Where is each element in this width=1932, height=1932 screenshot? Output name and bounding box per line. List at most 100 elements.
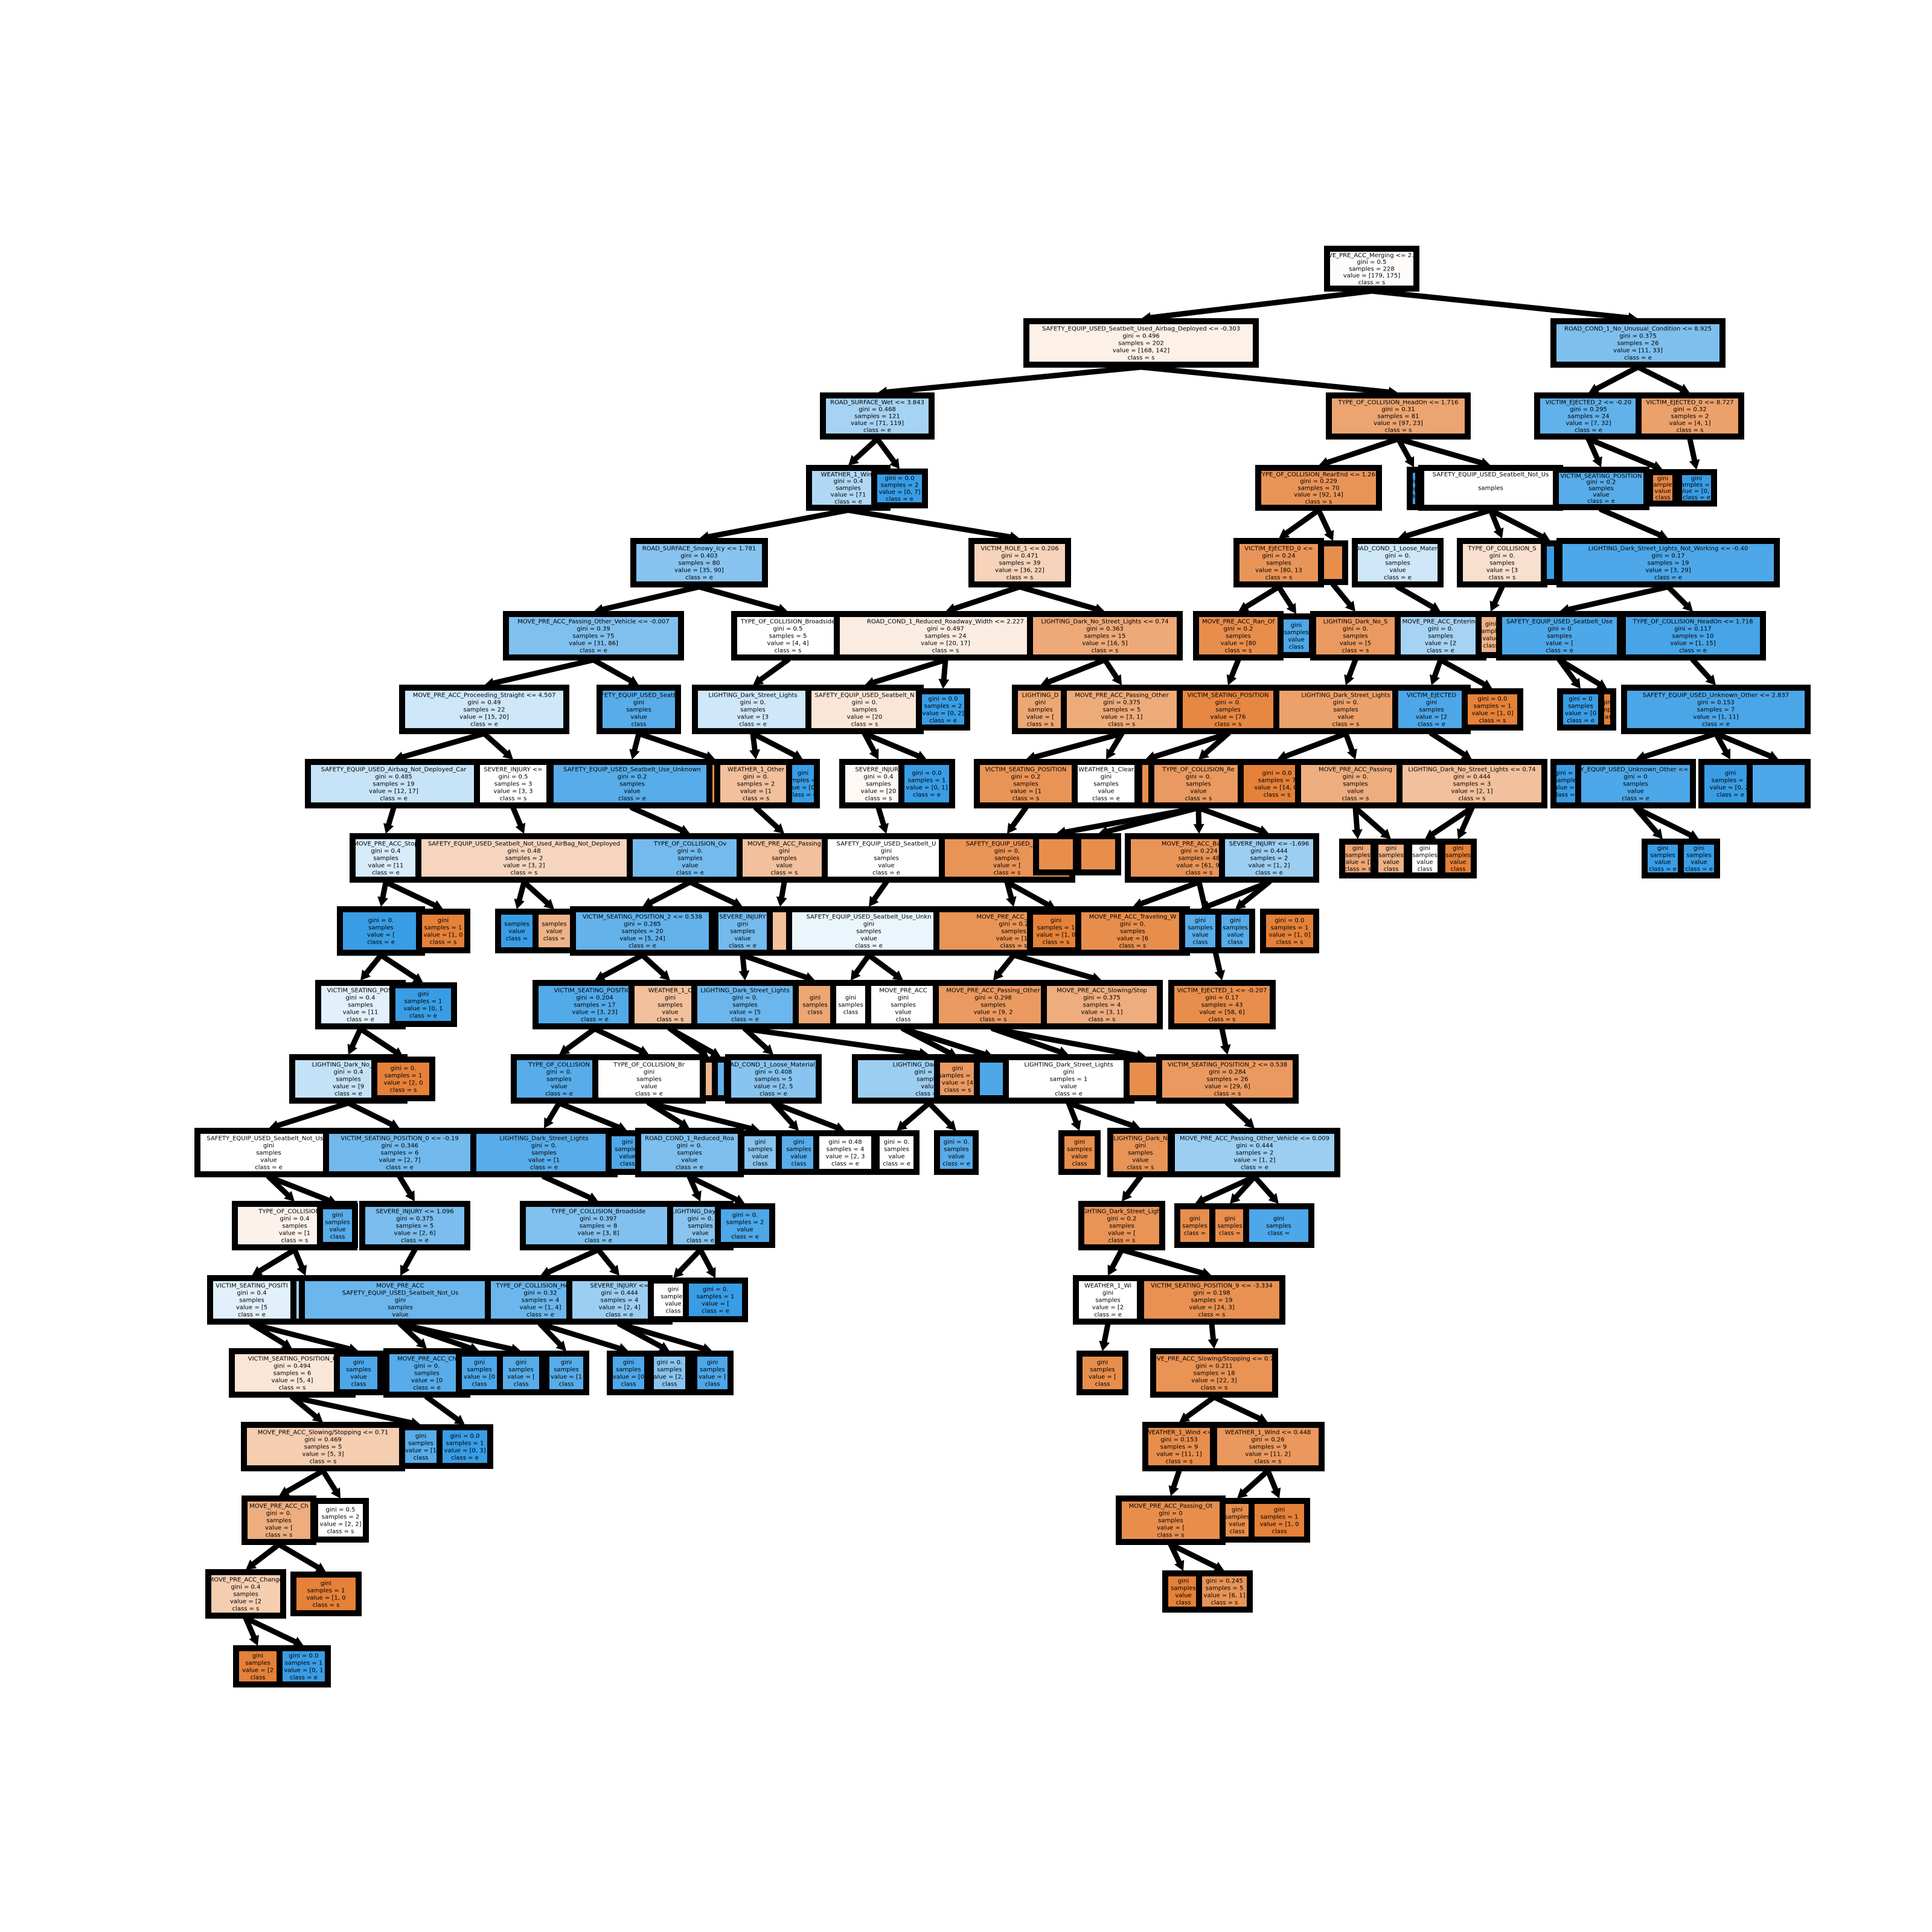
tree-node-text: VICTIM_SEATING_POSITI — [216, 1283, 288, 1290]
tree-node-text: class = s — [266, 1532, 293, 1539]
tree-node-text: class = s — [994, 870, 1021, 877]
tree-edge — [1343, 731, 1355, 755]
edge-arrow-head — [1588, 383, 1600, 394]
tree-node-text: samples — [1093, 781, 1119, 788]
edge-arrow-head — [292, 1636, 304, 1647]
tree-node-text: samples — [1120, 929, 1145, 935]
tree-node-text: value = [80, 13 — [1255, 568, 1302, 574]
tree-node-text: value = [14, 0] — [1254, 785, 1299, 792]
tree-node-text: class = e — [685, 575, 713, 581]
tree-node-text: samples = 2 — [737, 781, 775, 788]
tree-node-box — [1550, 318, 1726, 368]
tree-node-box — [691, 1351, 734, 1395]
tree-node-text: gini = 0 — [1569, 696, 1592, 703]
tree-node-text: MOVE_PRE_ACC_Change — [209, 1577, 283, 1584]
tree-node-text: class = s — [1128, 355, 1155, 362]
tree-node-text: value = [1, 0 — [423, 932, 462, 939]
tree-node-text: gini — [252, 1653, 263, 1660]
tree-node-text: value = [0, 2] — [1710, 785, 1751, 792]
edge-arrow-head — [1237, 1488, 1248, 1499]
tree-node-text: value — [662, 1009, 678, 1016]
tree-node-text: class — [559, 1381, 574, 1388]
tree-node-text: value — [734, 936, 750, 942]
tree-edge — [1107, 731, 1125, 755]
tree-edge — [1011, 952, 1097, 981]
tree-edge — [1395, 584, 1436, 610]
tree-node-text: gini = 0.4 — [371, 848, 401, 855]
tree-node-box — [1647, 469, 1678, 507]
tree-node-text: value — [1416, 859, 1433, 866]
tree-node-box — [830, 980, 871, 1029]
edge-arrow-head — [776, 896, 787, 907]
tree-node-text: class = e — [729, 943, 756, 950]
tree-node-text: LIGHTING_Dark_Street_Lights — [1301, 693, 1390, 699]
tree-node-text: class = e — [1654, 575, 1682, 581]
tree-node-text: samples = 2 — [1671, 413, 1709, 420]
tree-node-text: gini = 0.17 — [1205, 995, 1238, 1002]
tree-node-text: samples — [373, 856, 398, 862]
tree-node-text: gini = 0.375 — [1619, 333, 1657, 340]
tree-node-text: value = [0, 1 — [284, 1668, 323, 1674]
tree-node-text: ROAD_COND_1_No_Unusual_Condition <= 8.92… — [1564, 326, 1712, 333]
tree-node-text: value = [1 — [528, 1157, 560, 1164]
tree-node-text: class = e — [470, 721, 498, 728]
tree-node-text: gini = 0.4 — [334, 1069, 363, 1076]
tree-node-text: samples — [1419, 707, 1444, 714]
tree-node-text: value — [551, 1084, 567, 1090]
edge-arrow-head — [514, 898, 525, 909]
edge-arrow-head — [897, 1120, 908, 1131]
tree-node-text: value = [24, 3] — [1189, 1305, 1234, 1311]
tree-node-text: MOVE_PRE_ACC_Passing_Ot — [1129, 1503, 1213, 1510]
tree-edge — [950, 584, 1023, 612]
edge-arrow-head — [559, 1044, 571, 1055]
edge-arrow-head — [1380, 828, 1391, 839]
tree-node-text: class = s — [511, 870, 538, 877]
tree-node-text: samples — [414, 1371, 440, 1377]
tree-edge — [1239, 879, 1272, 907]
tree-node-text: class = s — [1385, 427, 1412, 434]
tree-node-text: samples — [1158, 1518, 1183, 1524]
tree-edge — [1346, 657, 1358, 680]
tree-node-text: value — [1389, 568, 1406, 574]
tree-node-box — [1620, 611, 1766, 661]
edge-arrow-head — [1168, 1485, 1179, 1496]
tree-node-text: samples = 1 — [939, 1073, 977, 1080]
edge-arrow-head — [1256, 1413, 1268, 1424]
tree-node-text: LIGHTING_Dark_Street_Lights — [1077, 1209, 1166, 1215]
tree-node-text: class = e — [739, 721, 767, 728]
edge-arrow-head — [678, 1118, 689, 1128]
tree-node-text: value = [1 — [551, 1374, 582, 1381]
tree-node-text: gini — [863, 921, 874, 928]
tree-node-text: class — [792, 1161, 807, 1168]
tree-node-text: class = e — [401, 1238, 429, 1244]
tree-edge — [349, 1026, 363, 1050]
edge-arrow-head — [1195, 1195, 1206, 1205]
tree-node-text: value — [329, 1227, 345, 1233]
tree-node-text: class = e — [347, 1017, 374, 1023]
tree-node-text: samples — [1215, 707, 1241, 714]
edge-arrow-head — [1721, 748, 1731, 760]
tree-node-text: gini = 0.444 — [1236, 1143, 1273, 1150]
tree-node-text: value — [682, 863, 698, 869]
tree-node-box — [205, 1569, 286, 1619]
tree-edge — [866, 952, 900, 979]
tree-edge — [646, 1100, 755, 1132]
edge-arrow-head — [788, 1120, 799, 1131]
edge-arrow-head — [878, 823, 889, 834]
tree-node-text: value = [1 — [1010, 788, 1041, 795]
tree-node-text: samples = 19 — [1191, 1297, 1232, 1304]
tree-node-text: samples — [1188, 925, 1213, 932]
tree-edge — [397, 1174, 414, 1197]
tree-node-text: value — [260, 1157, 277, 1164]
edge-arrow-head — [1460, 749, 1472, 760]
tree-node-text: gini = 0. — [852, 700, 878, 706]
tree-node-text: class = e — [451, 1455, 479, 1462]
tree-node-text: gini = 0.403 — [680, 553, 718, 560]
tree-node-text: TYPE_OF_COLLISION_Broadside — [551, 1209, 646, 1215]
tree-node-text: WEATHER_1_Wind — [821, 472, 876, 478]
